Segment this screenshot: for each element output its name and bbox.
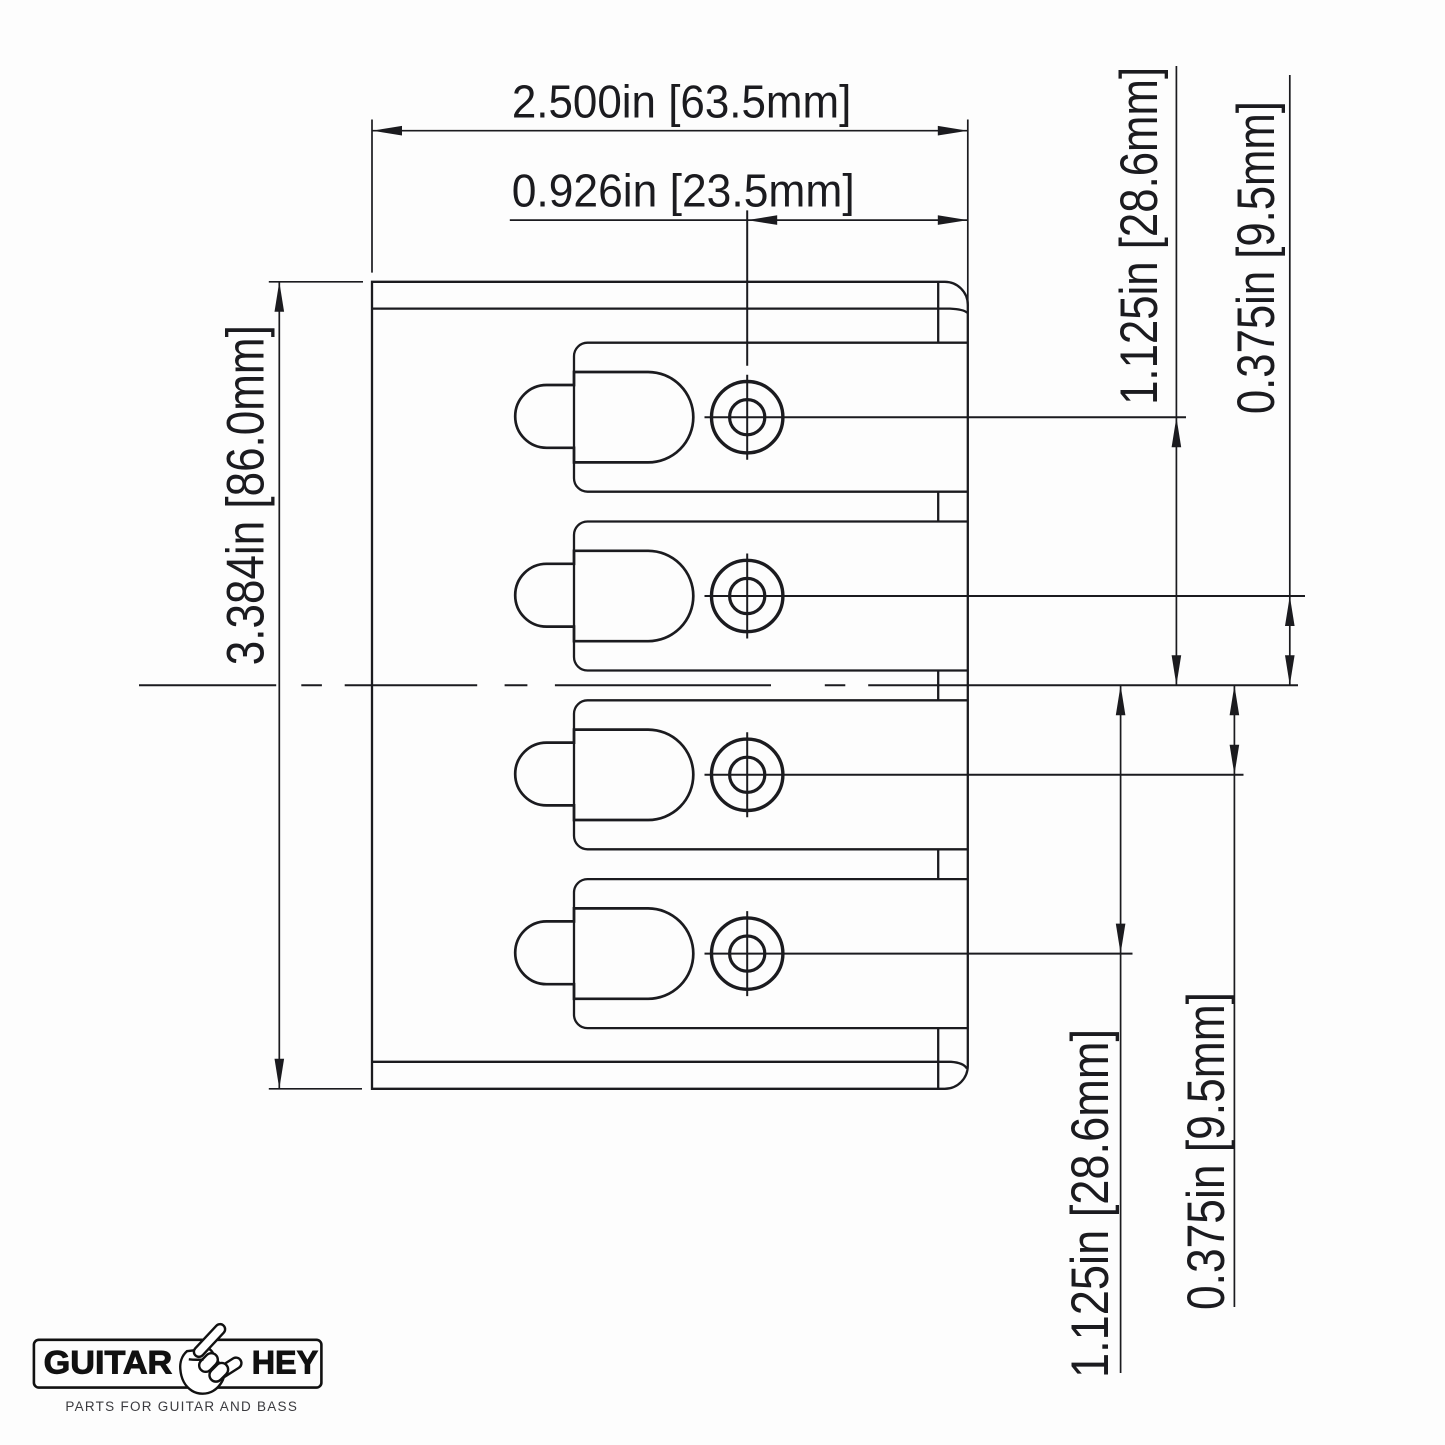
svg-text:PARTS FOR GUITAR AND BASS: PARTS FOR GUITAR AND BASS: [65, 1399, 298, 1414]
svg-text:GUITAR: GUITAR: [44, 1345, 173, 1381]
svg-text:HEY: HEY: [252, 1345, 319, 1381]
svg-text:3.384in [86.0mm]: 3.384in [86.0mm]: [217, 325, 276, 665]
svg-text:1.125in [28.6mm]: 1.125in [28.6mm]: [1061, 1029, 1120, 1378]
svg-text:1.125in [28.6mm]: 1.125in [28.6mm]: [1110, 67, 1169, 405]
svg-text:0.375in [9.5mm]: 0.375in [9.5mm]: [1177, 992, 1236, 1310]
svg-text:0.375in [9.5mm]: 0.375in [9.5mm]: [1227, 101, 1286, 414]
svg-text:0.926in [23.5mm]: 0.926in [23.5mm]: [512, 165, 855, 217]
svg-text:2.500in [63.5mm]: 2.500in [63.5mm]: [512, 75, 852, 127]
